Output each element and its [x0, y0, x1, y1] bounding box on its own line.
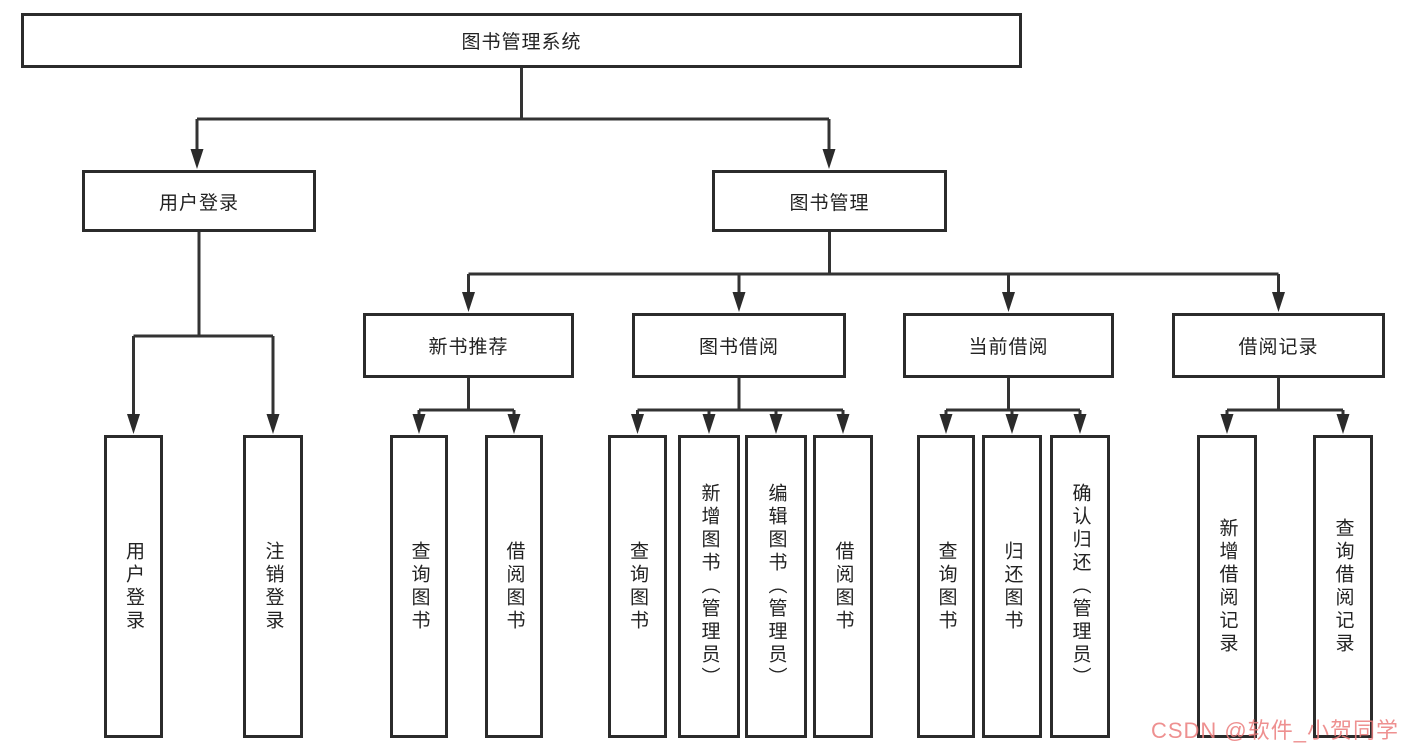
leaf-label: 用户登录: [123, 540, 144, 633]
node-label: 用户登录: [158, 192, 239, 214]
leaf-label: 查询图书: [935, 540, 957, 633]
leaf-borrow-edit-book-admin: 编辑图书（管理员）: [745, 435, 807, 738]
node-root-label: 图书管理系统: [461, 32, 582, 53]
csdn-watermark: CSDN @软件_小贺同学: [1150, 718, 1399, 743]
leaf-label: 查询借阅记录: [1332, 517, 1354, 656]
node-label: 当前借阅: [968, 337, 1049, 358]
leaf-label: 编辑图书（管理员）: [765, 483, 787, 690]
leaf-current-query-books: 查询图书: [917, 435, 975, 738]
leaf-borrow-borrow-books: 借阅图书: [813, 435, 873, 738]
leaf-logout: 注销登录: [243, 435, 303, 738]
leaf-label: 确认归还（管理员）: [1069, 483, 1091, 690]
node-book-borrow: 图书借阅: [632, 313, 846, 378]
node-borrow-records: 借阅记录: [1172, 313, 1385, 378]
leaf-borrow-add-book-admin: 新增图书（管理员）: [678, 435, 740, 738]
leaf-records-add-record: 新增借阅记录: [1197, 435, 1257, 738]
leaf-label: 查询图书: [408, 540, 430, 633]
leaf-borrow-query-books: 查询图书: [608, 435, 667, 738]
leaf-label: 新增图书（管理员）: [698, 483, 720, 690]
leaf-label: 归还图书: [1001, 540, 1023, 633]
leaf-recommend-borrow-books: 借阅图书: [485, 435, 543, 738]
leaf-label: 借阅图书: [832, 540, 854, 633]
node-label: 借阅记录: [1238, 337, 1319, 358]
node-root-system: 图书管理系统: [21, 13, 1022, 68]
node-book-management-branch: 图书管理: [712, 170, 947, 232]
node-user-login-branch: 用户登录: [82, 170, 316, 232]
leaf-current-return-books: 归还图书: [982, 435, 1042, 738]
leaf-user-login: 用户登录: [104, 435, 163, 738]
leaf-recommend-query-books: 查询图书: [390, 435, 448, 738]
node-new-book-recommend: 新书推荐: [363, 313, 574, 378]
node-label: 新书推荐: [428, 337, 509, 358]
leaf-label: 注销登录: [262, 540, 284, 633]
leaf-label: 新增借阅记录: [1216, 517, 1238, 656]
node-current-borrow: 当前借阅: [903, 313, 1114, 378]
node-label: 图书借阅: [698, 337, 779, 358]
leaf-label: 查询图书: [627, 540, 648, 633]
leaf-records-query-record: 查询借阅记录: [1313, 435, 1373, 738]
node-label: 图书管理: [789, 192, 870, 214]
leaf-current-confirm-return-admin: 确认归还（管理员）: [1050, 435, 1110, 738]
leaf-label: 借阅图书: [503, 540, 525, 633]
